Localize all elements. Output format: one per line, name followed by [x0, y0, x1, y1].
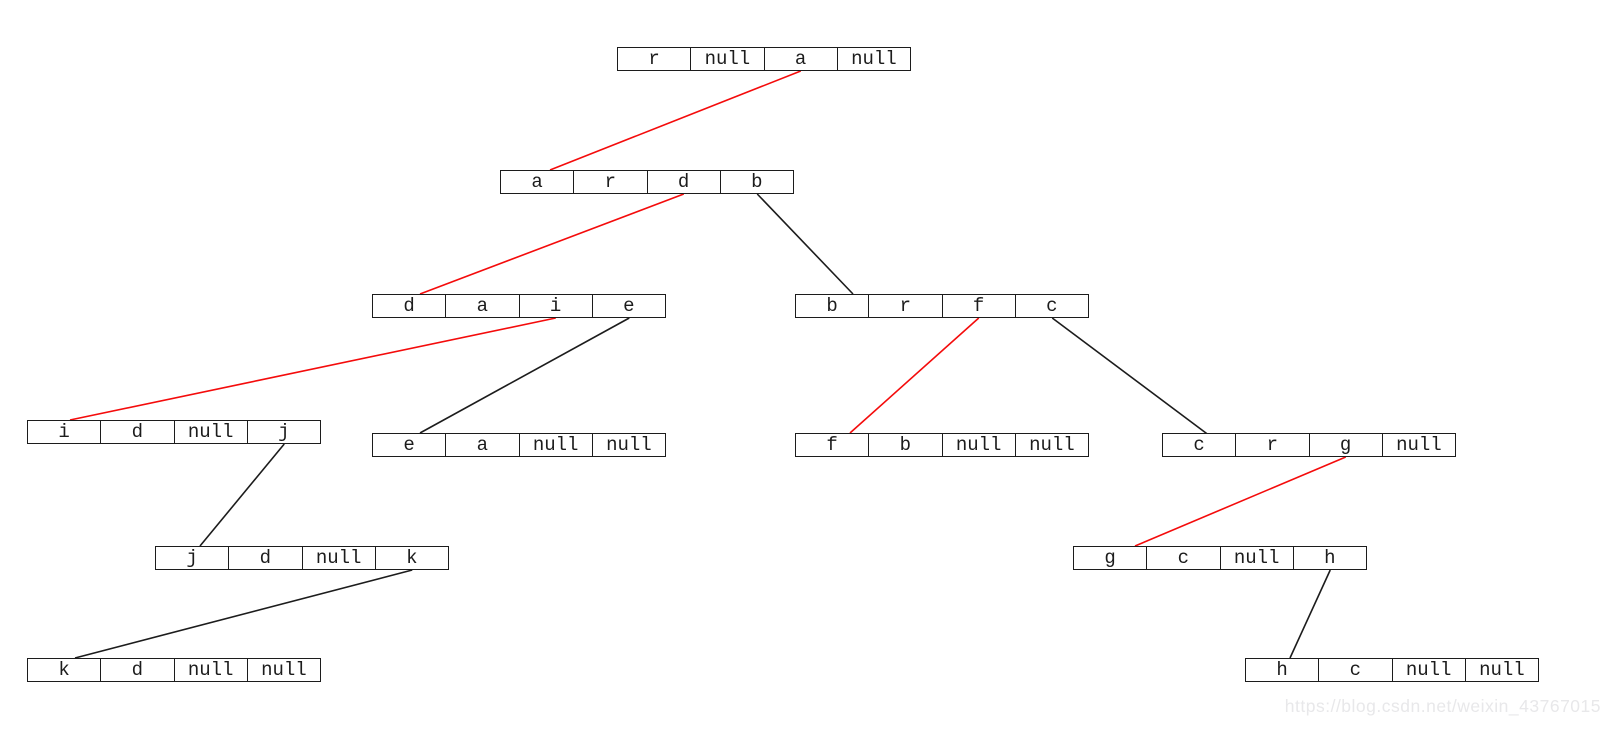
- next-sibling-edge: [1289, 569, 1331, 659]
- node-e-cell-firstChild: null: [518, 434, 592, 456]
- node-d-cell-parent: a: [445, 295, 518, 317]
- node-c-cell-parent: r: [1235, 434, 1308, 456]
- node-g-cell-data: g: [1104, 547, 1116, 569]
- node-f-cell-data: f: [826, 434, 838, 456]
- node-k-cell-firstChild: null: [173, 659, 247, 681]
- node-f-cell-parent: b: [868, 434, 941, 456]
- first-child-edge: [419, 193, 685, 295]
- node-h-cell-nextSibling: null: [1464, 659, 1538, 681]
- node-h-cell-data: h: [1276, 659, 1288, 681]
- node-a-cell-data: a: [531, 171, 543, 193]
- node-e-cell-nextSibling: null: [591, 434, 665, 456]
- node-h-cell-firstChild: null: [1391, 659, 1465, 681]
- node-i-cell-nextSibling: j: [246, 421, 320, 443]
- node-d-cell-firstChild: i: [518, 295, 592, 317]
- first-child-edge: [1134, 456, 1347, 547]
- watermark: https://blog.csdn.net/weixin_43767015: [1284, 696, 1601, 716]
- node-b-cell-parent: r: [868, 295, 941, 317]
- node-e-cell-data: e: [403, 434, 415, 456]
- node-i-cell-data: i: [58, 421, 70, 443]
- next-sibling-edge: [756, 193, 854, 295]
- node-k-cell-parent: d: [100, 659, 173, 681]
- node-f-cell-nextSibling: null: [1014, 434, 1088, 456]
- first-child-edge: [849, 317, 980, 434]
- node-k-cell-data: k: [58, 659, 70, 681]
- node-c-cell-nextSibling: null: [1381, 434, 1455, 456]
- first-child-edge: [69, 317, 556, 421]
- node-r-cell-firstChild: a: [763, 48, 837, 70]
- node-e-cell-parent: a: [445, 434, 518, 456]
- node-b-cell-nextSibling: c: [1014, 295, 1088, 317]
- node-b-cell-firstChild: f: [941, 295, 1015, 317]
- next-sibling-edge: [74, 569, 413, 659]
- node-r-cell-nextSibling: null: [836, 48, 910, 70]
- node-g-cell-parent: c: [1146, 547, 1219, 569]
- next-sibling-edge: [419, 317, 630, 434]
- node-r-cell-data: r: [648, 48, 660, 70]
- node-i-cell-parent: d: [100, 421, 173, 443]
- node-d-cell-nextSibling: e: [591, 295, 665, 317]
- node-d-cell-data: d: [403, 295, 415, 317]
- node-f-cell-firstChild: null: [941, 434, 1015, 456]
- node-i-cell-firstChild: null: [173, 421, 247, 443]
- first-child-edge: [549, 70, 802, 171]
- next-sibling-edge: [1051, 317, 1223, 446]
- node-b-cell-data: b: [826, 295, 838, 317]
- node-a-cell-firstChild: d: [646, 171, 720, 193]
- node-j-cell-firstChild: null: [301, 547, 375, 569]
- node-r-cell-parent: null: [690, 48, 763, 70]
- node-a-cell-nextSibling: b: [719, 171, 793, 193]
- node-j-cell-parent: d: [228, 547, 301, 569]
- node-j-cell-data: j: [186, 547, 198, 569]
- node-h-cell-parent: c: [1318, 659, 1391, 681]
- node-g-cell-firstChild: null: [1219, 547, 1293, 569]
- node-a-cell-parent: r: [573, 171, 646, 193]
- node-k-cell-nextSibling: null: [246, 659, 320, 681]
- node-c-cell-data: c: [1193, 434, 1205, 456]
- node-c-cell-firstChild: g: [1308, 434, 1382, 456]
- next-sibling-edge: [199, 443, 285, 547]
- node-j-cell-nextSibling: k: [374, 547, 448, 569]
- node-g-cell-nextSibling: h: [1292, 547, 1366, 569]
